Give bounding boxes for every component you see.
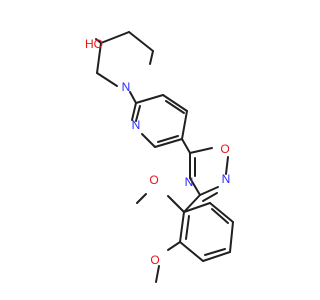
bond [189,147,213,154]
bond [202,251,231,262]
structure-canvas: HO N N O N N O O [85,31,234,283]
bond [96,42,102,74]
bond [181,138,191,154]
bond [179,211,185,243]
bond [167,241,181,251]
bonds [95,31,234,283]
bond [225,156,229,175]
bond [135,94,164,104]
bond [95,38,102,44]
bond [181,110,188,140]
methoxy-oxygen-lower-label: O [150,253,159,267]
bond [185,215,190,240]
bond [136,193,147,204]
hydroxyl-label: HO [85,37,103,51]
bond [179,241,204,262]
bond [189,177,201,196]
oxadiazole-nitrogen-bottom-label: N [185,175,194,189]
bond [183,202,211,213]
molecule-structure: HO N N O N N O O [85,31,234,283]
piperidine-nitrogen-label: N [122,80,131,94]
oxadiazole-nitrogen-top-label: N [222,172,231,186]
pyridine-nitrogen-label: N [132,118,141,132]
methoxy-oxygen-upper-label: O [149,173,158,187]
bond [157,135,179,143]
bond [135,105,141,122]
bond [209,202,234,223]
bond [96,72,118,87]
bond [204,248,226,256]
bond [141,133,156,148]
bond [211,208,229,224]
bond [183,194,201,213]
bond [162,94,188,112]
bond [154,138,183,148]
bond [129,91,137,104]
bond [100,31,130,44]
bond [199,186,219,196]
bond [128,31,154,52]
bond [131,102,137,121]
bond [155,265,160,283]
bond [202,192,218,202]
oxadiazole-oxygen-label: O [220,142,229,156]
bond [167,195,185,213]
bond [229,221,234,253]
atom-labels: HO N N O N N O O [85,37,230,267]
bond [165,100,185,114]
bond [149,50,154,65]
